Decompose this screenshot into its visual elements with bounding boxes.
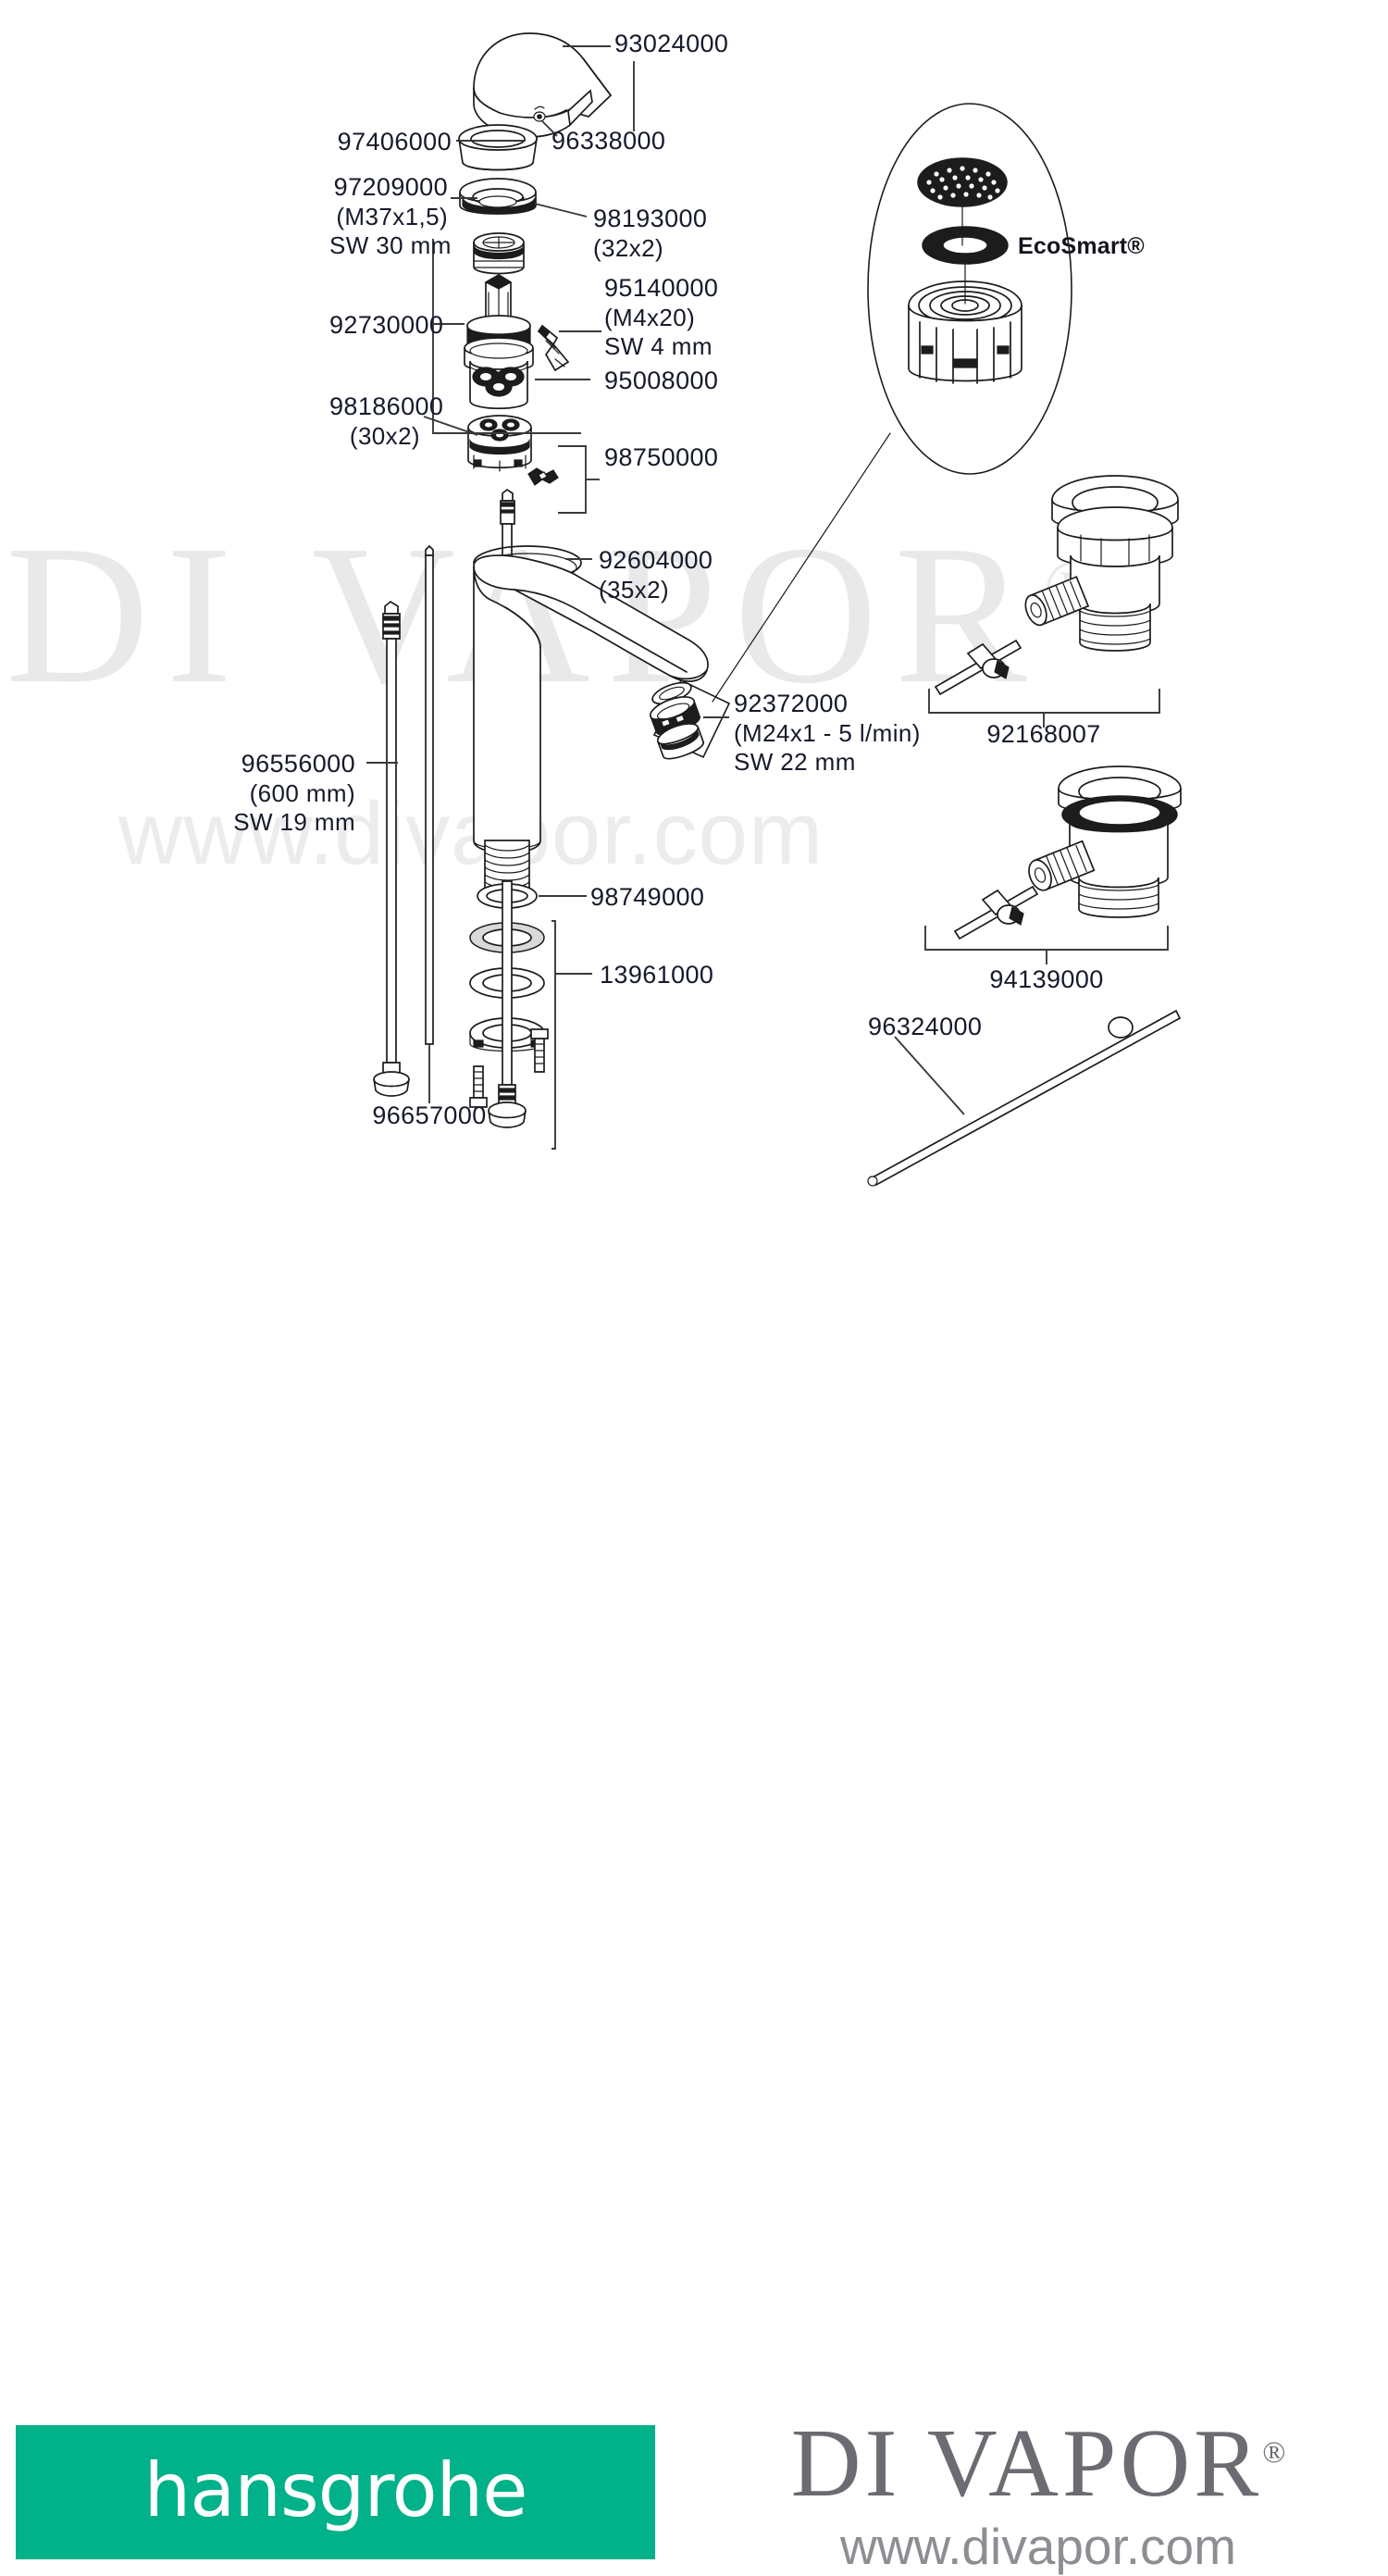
part-fixing-screws bbox=[469, 1028, 549, 1108]
waste-pivot-94139000 bbox=[981, 889, 1024, 926]
part-retaining-clip bbox=[527, 467, 559, 486]
hansgrohe-logo: hansgrohe bbox=[16, 2425, 655, 2559]
label-92168007: 92168007 bbox=[986, 720, 1101, 748]
part-waste-94139000 bbox=[924, 765, 1182, 964]
part-flexible-hose bbox=[373, 600, 410, 1097]
ecosmart-callout bbox=[712, 103, 1072, 703]
label-93024000: 93024000 bbox=[614, 30, 729, 57]
divapor-url: www.divapor.com bbox=[840, 2518, 1236, 2575]
label-92372000: 92372000(M24x1 - 5 l/min)SW 22 mm bbox=[734, 690, 921, 776]
label-98749000: 98749000 bbox=[590, 883, 705, 911]
part-waste-92168007 bbox=[928, 475, 1179, 728]
divapor-logo: DI VAPOR® www.divapor.com bbox=[696, 2414, 1381, 2576]
label-98186000: 98186000(30x2) bbox=[329, 392, 444, 450]
label-96657000: 96657000 bbox=[372, 1101, 487, 1129]
part-triple-seal bbox=[472, 367, 525, 397]
part-aerator-assembly bbox=[649, 678, 731, 760]
leader-lines bbox=[366, 45, 965, 1150]
part-tie-rod bbox=[488, 880, 527, 1128]
exploded-view-artwork bbox=[366, 32, 1182, 1187]
label-95140000: 95140000(M4x20)SW 4 mm bbox=[604, 274, 719, 360]
part-lift-rod-96657000 bbox=[425, 544, 434, 1045]
label-97406000: 97406000 bbox=[337, 128, 452, 156]
part-threaded-nut bbox=[459, 178, 537, 215]
label-92730000: 92730000 bbox=[329, 311, 444, 339]
label-13961000: 13961000 bbox=[600, 961, 714, 989]
watermark-url: www.divapor.com bbox=[118, 784, 824, 883]
part-valve-seat bbox=[467, 415, 532, 472]
label-97209000: 97209000(M37x1,5)SW 30 mm bbox=[329, 173, 452, 259]
part-collar-ring bbox=[458, 124, 538, 171]
part-screw-m4x20 bbox=[537, 324, 570, 372]
part-cartridge-insert bbox=[473, 232, 525, 275]
registered-icon: ® bbox=[1262, 2436, 1286, 2470]
diagram-canvas: DI VAPOR® www.divapor.com bbox=[0, 30, 1388, 2575]
waste-pivot-92168007 bbox=[966, 642, 1010, 679]
part-lift-rod-96324000 bbox=[867, 1009, 1182, 1187]
label-96338000: 96338000 bbox=[551, 127, 666, 155]
label-92604000: 92604000(35x2) bbox=[599, 546, 713, 604]
part-faucet-body bbox=[473, 554, 709, 890]
label-98750000: 98750000 bbox=[604, 443, 719, 471]
divapor-wordmark-row: DI VAPOR® bbox=[696, 2414, 1381, 2511]
hansgrohe-wordmark: hansgrohe bbox=[143, 2446, 528, 2533]
branding-bar: hansgrohe DI VAPOR® www.divapor.com bbox=[0, 1203, 1388, 2575]
label-96556000: 96556000(600 mm)SW 19 mm bbox=[233, 750, 355, 836]
label-98193000: 98193000(32x2) bbox=[593, 205, 708, 262]
label-96324000: 96324000 bbox=[868, 1013, 983, 1040]
ecosmart-label: EcoSmart® bbox=[1018, 233, 1145, 259]
label-94139000: 94139000 bbox=[989, 965, 1104, 993]
label-95008000: 95008000 bbox=[604, 367, 719, 394]
divapor-wordmark: DI VAPOR bbox=[790, 2408, 1263, 2517]
